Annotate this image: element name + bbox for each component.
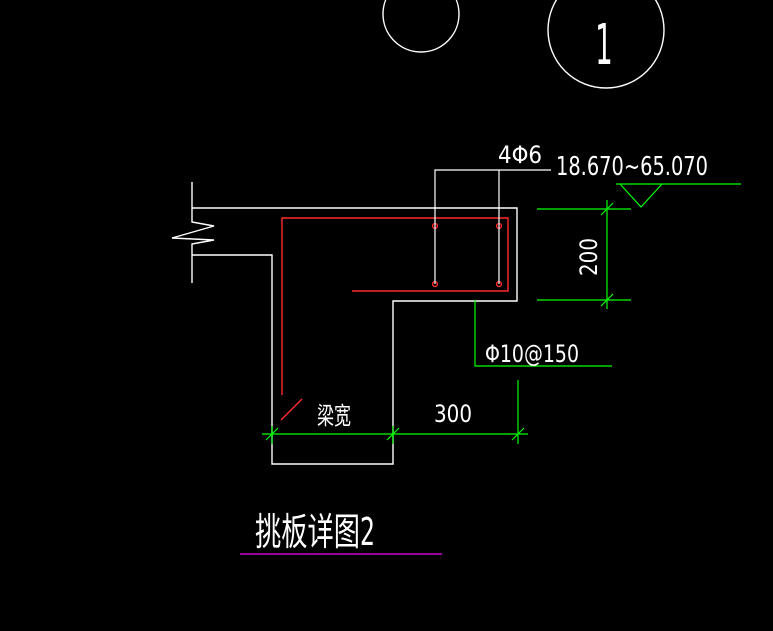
horizontal-dimension <box>262 380 528 444</box>
stirrup-leader <box>474 300 612 367</box>
break-line <box>171 182 215 283</box>
axis-bubble-left <box>382 0 460 53</box>
stirrup-label: Φ10@150 <box>485 340 579 368</box>
axis-bubbles: 1 <box>382 0 665 89</box>
width-dimension-label: 300 <box>434 400 472 428</box>
elevation-label: 18.670~65.070 <box>556 152 708 182</box>
axis-bubble-right <box>547 0 665 89</box>
slab-outline <box>192 207 518 465</box>
depth-dimension-label: 200 <box>575 238 603 276</box>
beam-width-label: 梁宽 <box>317 402 351 430</box>
drawing-title: 挑板详图2 <box>255 510 375 554</box>
rebar-hook <box>280 398 303 421</box>
concrete-outline <box>171 182 518 465</box>
main-rebar <box>281 217 509 395</box>
elevation-marker <box>616 183 741 208</box>
rebar-group <box>280 217 509 421</box>
top-rebar-leader <box>434 169 551 284</box>
vertical-dimension <box>537 200 631 309</box>
top-rebar-label: 4Φ6 <box>498 141 542 169</box>
axis-bubble-label: 1 <box>595 12 613 78</box>
